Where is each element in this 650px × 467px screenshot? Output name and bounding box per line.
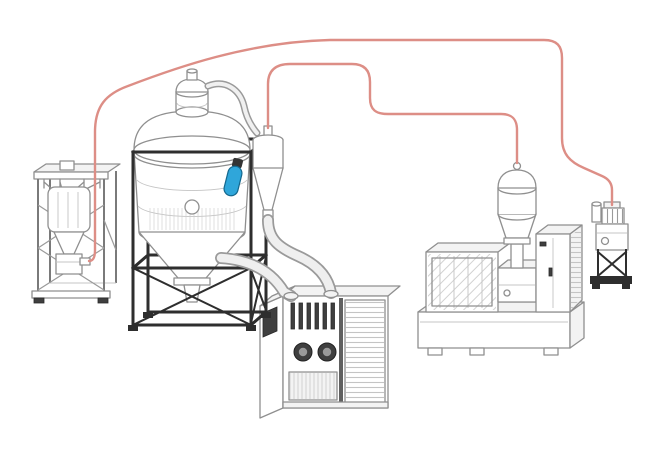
receiver-body-fill (498, 188, 536, 214)
hose-cyclone-to-dryer-inner (263, 215, 336, 298)
process-air-hoses (215, 214, 339, 302)
machine-bed-front (417, 311, 571, 349)
hopper-flange-lip (133, 153, 251, 169)
hopper-sight-glass (184, 199, 200, 215)
loader-lid-fitting-cap (186, 68, 198, 74)
dehumidifying-dryer (259, 285, 401, 419)
hopper-body-left (133, 149, 140, 233)
vacuum-gauge (600, 236, 610, 246)
vacuum-power-unit (590, 201, 632, 289)
bag-loop (85, 181, 101, 190)
bagframe-foot (33, 297, 45, 304)
loader-lid (175, 78, 209, 93)
dryer-slot (322, 302, 327, 330)
vacuum-pump-body (595, 223, 629, 251)
clamp-guard-frame (431, 257, 493, 307)
dryer-top-face (282, 285, 401, 297)
dryer-divider (339, 298, 343, 406)
sensor-body (223, 165, 243, 197)
dryer-hose-flange (283, 291, 299, 301)
vacuum-silencer (591, 203, 602, 223)
pipe-bag-station-to-vacuum-unit (87, 38, 614, 263)
blue-level-sensor (223, 157, 243, 197)
receiver-dome (497, 169, 537, 189)
vacuum-motor-fins (603, 209, 623, 223)
dryer-slot (298, 302, 303, 330)
vacuum-conveying-pipes (87, 38, 614, 263)
hopper-cone-flange (173, 277, 211, 286)
injection-unit-dial (503, 289, 511, 297)
bagframe-side-brace (103, 219, 117, 251)
dryer-slot (290, 302, 295, 330)
dryer-gauge-right-center (322, 347, 332, 357)
loader-base (175, 106, 209, 118)
stand-foot (143, 312, 153, 318)
vacuum-cart-foot (592, 284, 600, 289)
bagframe-beam-front (33, 171, 109, 180)
material-receiver (497, 161, 537, 269)
cyclone-separator (252, 125, 284, 223)
bagframe-beam-top (33, 163, 121, 173)
machine-bed-side (569, 301, 585, 349)
pipe-cyclone-to-receiver (266, 62, 519, 165)
control-cabinet-louvers (571, 227, 581, 310)
big-bag-unloading-station (31, 160, 121, 304)
vacuum-cart-foot (622, 284, 630, 289)
hopper-stand-front (131, 150, 269, 328)
machine-foot (543, 347, 559, 356)
vacuum-silencer-cap (591, 201, 602, 207)
receiver-body-bottom (497, 213, 537, 221)
drying-hopper (133, 68, 261, 303)
vacuum-cart-frame (596, 249, 628, 278)
receiver-neck (510, 243, 524, 269)
dryer-gauge-left-center (298, 347, 308, 357)
stand-foot (246, 325, 256, 331)
hopper-flange-ring (133, 135, 251, 165)
clamp-unit-hatch (428, 254, 496, 310)
stand-foot (261, 312, 271, 318)
hopper-body-hatch (148, 208, 236, 230)
bagframe-foot (97, 297, 109, 304)
hopper-body-right (244, 149, 251, 233)
cyclone-body-fill (253, 140, 283, 168)
dryer-hose-flange (323, 289, 339, 299)
loader-elbow-hose-inner (206, 81, 259, 135)
dryer-slot (314, 302, 319, 330)
vacuum-cart-braces (596, 250, 628, 278)
injection-molding-machine (417, 161, 585, 356)
bulk-bag (47, 186, 91, 233)
bag-discharge-cone (53, 231, 85, 255)
dryer-slot (330, 302, 335, 330)
hoist-trolley (59, 160, 75, 171)
dryer-slot (306, 302, 311, 330)
receiver-flange (503, 237, 531, 245)
dryer-base-strip (282, 401, 389, 409)
loader-band (176, 102, 208, 108)
vacuum-cart-legs (597, 249, 627, 277)
receiver-cone (497, 213, 537, 239)
dryer-lower-vent-grille (290, 373, 336, 399)
machine-foot (469, 347, 485, 356)
machine-foot (427, 347, 443, 356)
stand-foot (128, 325, 138, 331)
cabinet-indicator (539, 241, 547, 247)
vacuum-cart-base (590, 276, 632, 284)
cyclone-cone (252, 167, 284, 211)
dryer-louvers (346, 301, 384, 403)
bagframe-base (31, 290, 111, 299)
cabinet-door-handle (548, 267, 553, 277)
drying-hopper-station (128, 68, 284, 331)
discharge-box (55, 253, 83, 275)
clamp-unit-top (425, 242, 511, 253)
hose-hopper-to-dryer-inner (216, 253, 296, 301)
